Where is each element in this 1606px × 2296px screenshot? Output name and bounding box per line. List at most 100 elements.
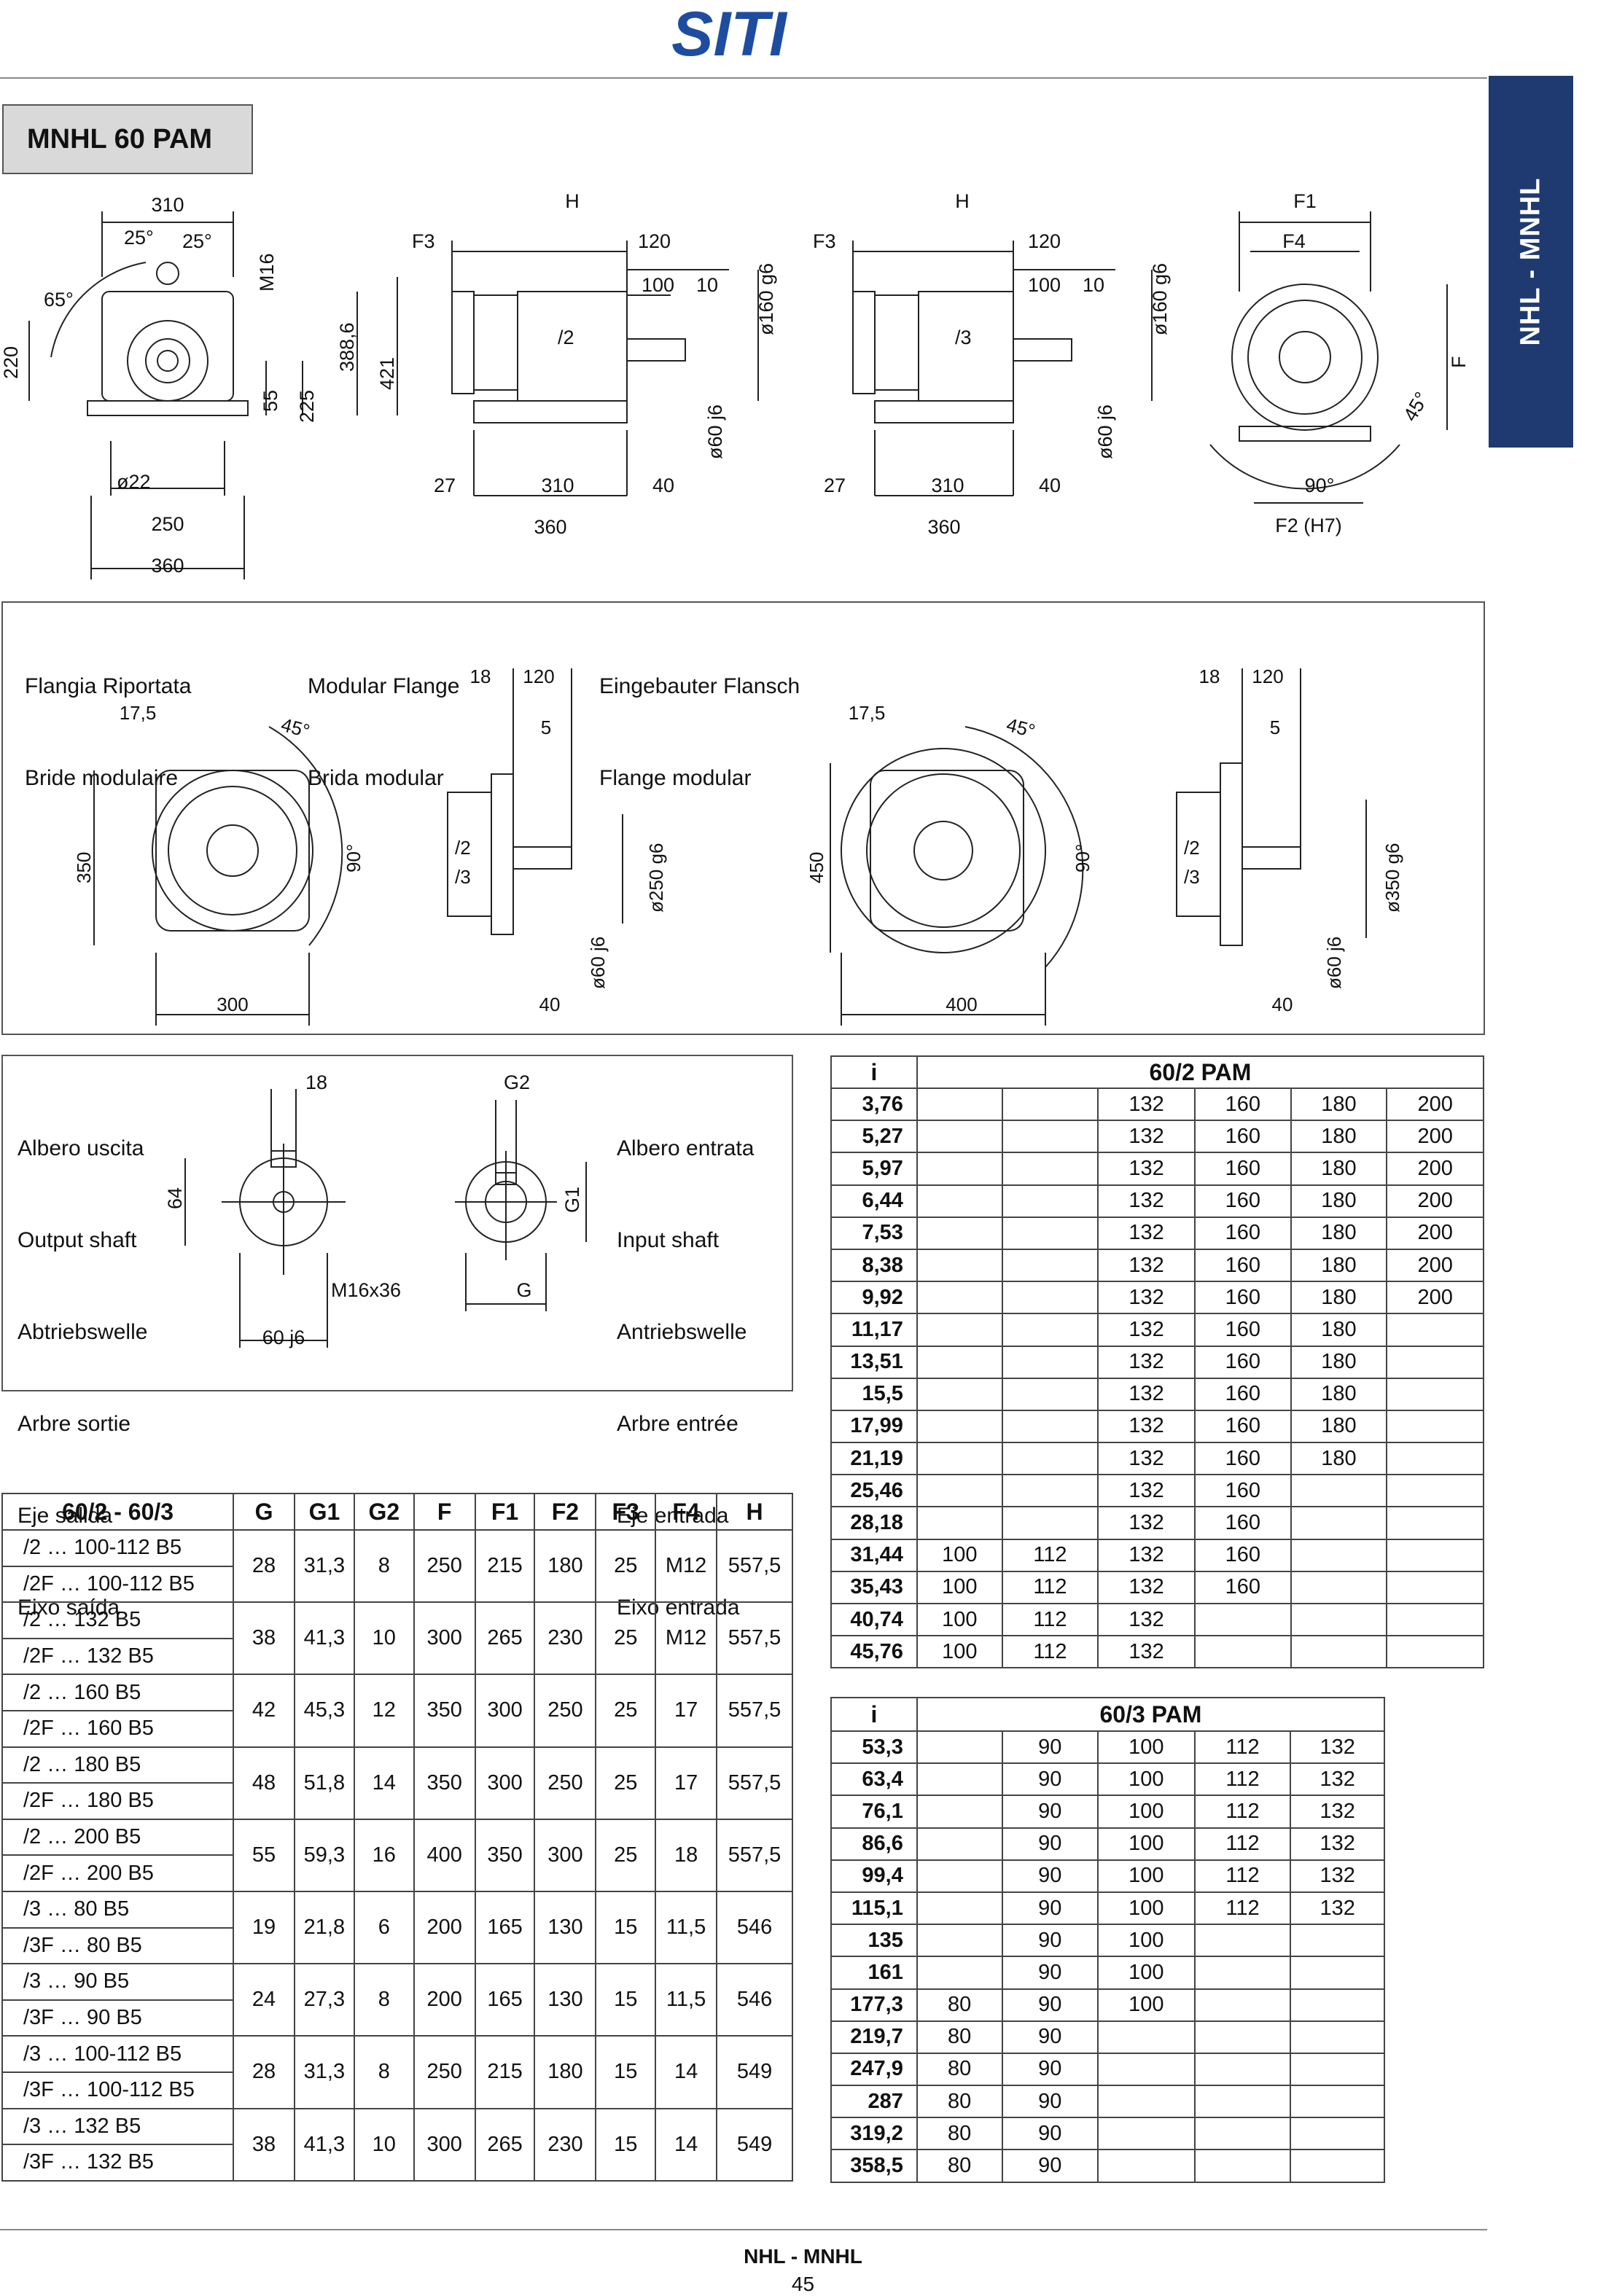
motor-size-cell: 180 [1290, 1409, 1388, 1444]
ratio-cell: 76,1 [830, 1795, 918, 1829]
motor-size-cell: 180 [1290, 1152, 1388, 1186]
dim-value-cell: 300 [474, 1746, 536, 1820]
motor-size-cell: 100 [916, 1538, 1003, 1572]
flange-heading-en-es: Modular Flange Brida modular [308, 610, 459, 855]
dim-value-cell: 130 [534, 1963, 597, 2037]
motor-size-cell [1290, 1924, 1385, 1958]
motor-size-cell [1001, 1152, 1099, 1186]
table-row: /3F … 132 B5 [1, 2144, 792, 2182]
table-row: /2F … 100-112 B5 [1, 1565, 792, 1604]
ratio-cell: 8,38 [830, 1248, 918, 1283]
motor-size-cell: 160 [1193, 1377, 1292, 1411]
input-label: Arbre entrée [617, 1412, 738, 1436]
motor-size-cell: 160 [1193, 1345, 1292, 1379]
dim-value-cell: 300 [413, 1601, 476, 1676]
dim-label: ø250 g6 [645, 843, 667, 913]
motor-size-cell [1290, 1635, 1388, 1669]
motor-size-cell [1001, 1087, 1099, 1122]
dim-label: 310 [151, 194, 184, 216]
output-label: Arbre sortie [17, 1412, 131, 1436]
motor-size-cell: 160 [1193, 1184, 1292, 1218]
dim-value-cell: 250 [413, 2035, 476, 2109]
ratio-cell: 45,76 [830, 1635, 918, 1669]
motor-size-cell [1386, 1570, 1484, 1605]
dim-label: F3 [813, 230, 836, 252]
motor-size-cell [1193, 1988, 1292, 2022]
dim-label: M16 [256, 253, 278, 292]
dim-value-cell: 16 [353, 1818, 415, 1892]
dim-value-cell: M12 [655, 1528, 718, 1604]
dim-label: ø22 [117, 471, 151, 493]
motor-size-cell: 100 [1097, 1762, 1196, 1797]
motor-size-cell: 180 [1290, 1248, 1388, 1283]
logo-text: SITI [671, 0, 788, 67]
motor-size-cell: 160 [1193, 1216, 1292, 1250]
motor-size-cell [1001, 1313, 1099, 1347]
dim-value-cell: 300 [413, 2107, 476, 2182]
motor-size-cell: 100 [1097, 1795, 1196, 1829]
motor-size-cell: 200 [1386, 1248, 1484, 1283]
motor-size-cell [1386, 1635, 1484, 1669]
dim-value-cell: 180 [534, 2035, 597, 2109]
dim-value-cell: 15 [595, 2035, 657, 2109]
motor-size-cell: 112 [1193, 1827, 1292, 1861]
dim-value-cell: 17 [655, 1746, 718, 1820]
motor-size-cell: 112 [1001, 1570, 1099, 1605]
dim-value-cell: 400 [413, 1818, 476, 1892]
page-number: 45 [791, 2273, 815, 2295]
dim-table-col-header: F1 [474, 1493, 536, 1531]
motor-size-cell [1097, 2085, 1196, 2119]
dim-label: 400 [946, 993, 977, 1015]
ratio-cell: 115,1 [830, 1891, 918, 1926]
motor-size-cell [1290, 1602, 1388, 1637]
dim-value-cell: 11,5 [655, 1890, 718, 1965]
motor-size-cell: 200 [1386, 1184, 1484, 1218]
motor-size-cell [1193, 1924, 1292, 1958]
motor-size-cell: 132 [1097, 1120, 1196, 1154]
dim-label: 350 [73, 852, 95, 883]
dim-label: 100 [642, 274, 674, 296]
dim-label: ø160 g6 [755, 263, 777, 335]
motor-size-cell: 112 [1001, 1602, 1099, 1637]
motor-size-cell: 90 [1001, 1859, 1099, 1893]
ratio-cell: 161 [830, 1956, 918, 1990]
dim-label: 90° [343, 844, 365, 872]
dim-value-cell: 24 [233, 1963, 295, 2037]
shaft-panel: Albero uscita Output shaft Abtriebswelle… [1, 1055, 793, 1620]
dim-value-cell: 557,5 [716, 1674, 793, 1748]
motor-size-cell [1001, 1442, 1099, 1476]
motor-size-cell: 112 [1193, 1859, 1292, 1893]
motor-size-cell [916, 1506, 1003, 1540]
motor-size-cell [916, 1087, 1003, 1122]
motor-size-cell [1386, 1506, 1484, 1540]
motor-size-cell: 90 [1001, 1891, 1099, 1926]
motor-size-cell: 180 [1290, 1184, 1388, 1218]
dim-value-cell: 18 [655, 1818, 718, 1892]
motor-size-cell: 180 [1290, 1281, 1388, 1315]
dim-label: 18 [470, 665, 491, 687]
dim-label: 10 [696, 274, 718, 296]
dim-label: 421 [376, 357, 398, 390]
dim-label: 120 [638, 230, 671, 252]
motor-size-cell [1290, 1538, 1388, 1572]
motor-size-cell: 132 [1097, 1635, 1196, 1669]
motor-size-cell [1193, 1635, 1292, 1669]
motor-size-cell [1386, 1345, 1484, 1379]
flange-panel: Flangia Riportata Bride modulaire Modula… [1, 601, 1485, 1035]
motor-size-cell: 90 [1001, 2149, 1099, 2183]
dim-value-cell: 28 [233, 2035, 295, 2109]
dim-value-cell: 51,8 [293, 1746, 355, 1820]
